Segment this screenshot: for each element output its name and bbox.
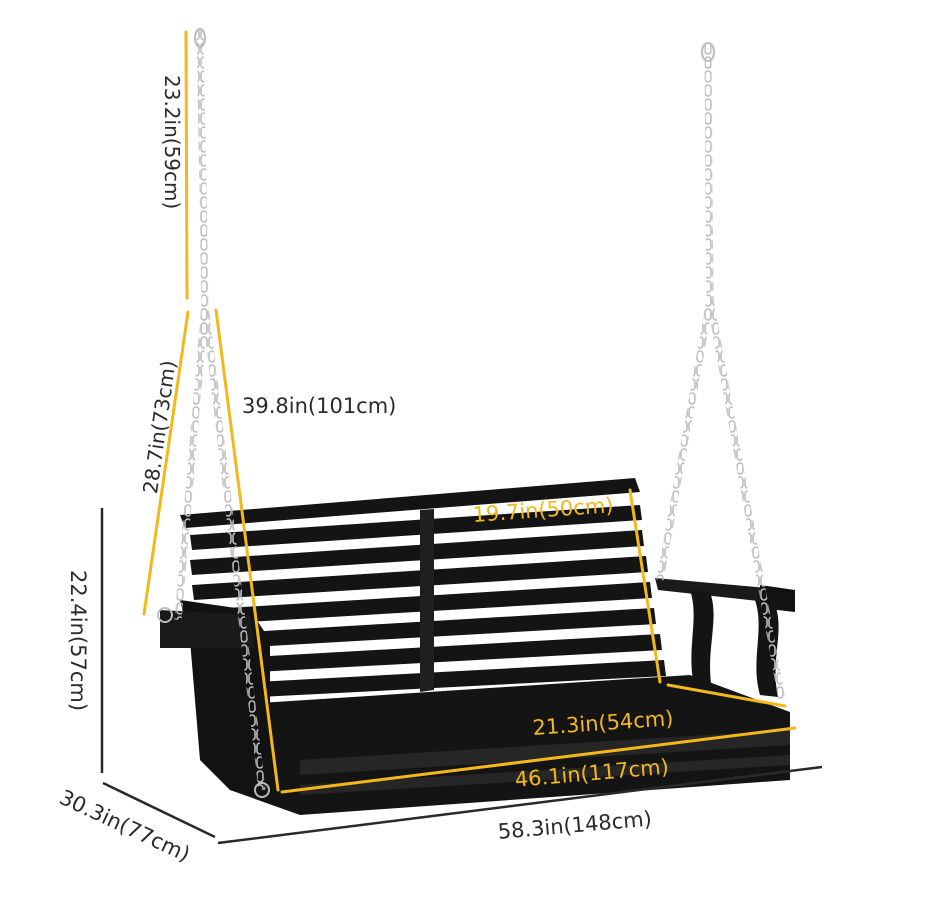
chain-hooks <box>157 28 715 798</box>
overall-height-label: 22.4in(57cm) <box>66 570 90 712</box>
swing-body <box>160 478 795 815</box>
total-chain-length-label: 39.8in(101cm) <box>242 394 397 418</box>
left-armrest <box>160 610 255 648</box>
accent-dimension-lines <box>142 30 797 794</box>
top-chain-length-label: 23.2in(59cm) <box>160 75 184 210</box>
chains <box>174 29 786 791</box>
overall-dimension-lines <box>100 508 823 845</box>
